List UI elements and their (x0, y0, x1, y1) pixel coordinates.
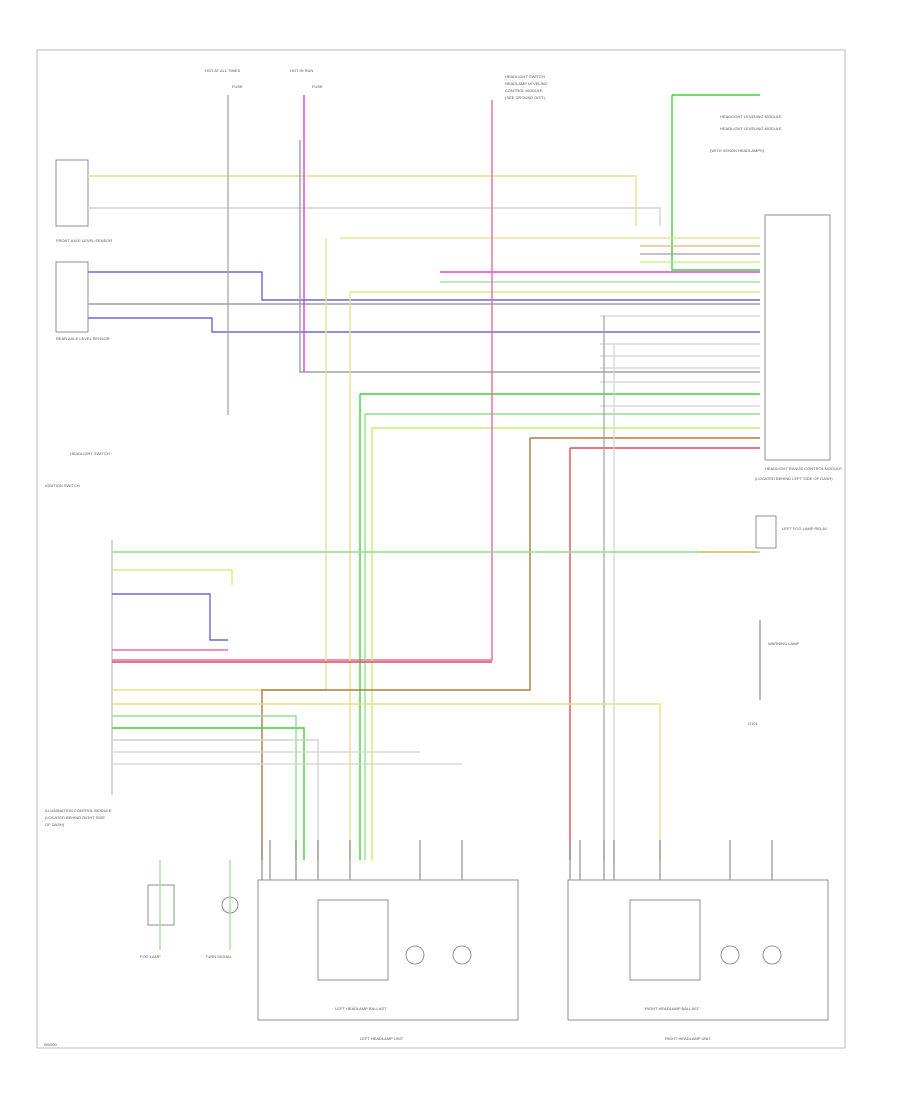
right-headlamp-label: RIGHT HEADLAMP UNIT (665, 1036, 711, 1041)
left-headlamp-label: LEFT HEADLAMP UNIT (360, 1036, 404, 1041)
top-center-note-2: HEADLAMP LEVELING (505, 81, 548, 86)
wire-green-lower-3 (112, 727, 305, 860)
wire-gray-top (88, 207, 661, 226)
right-top-note-2: HEADLIGHT LEVELING MODULE (720, 126, 782, 131)
lower-left-module-label-2: (LOCATED BEHIND RIGHT SIDE (45, 815, 105, 820)
left-connector-pins (261, 840, 463, 880)
right-module-label: HEADLIGHT RANGE CONTROL MODULE (765, 466, 842, 471)
right-ballast-box (629, 899, 701, 981)
wire-gray-long (299, 140, 760, 373)
fog-lamp-label: FOG LAMP (140, 954, 161, 959)
lower-left-module-label-3: OF DASH) (45, 822, 65, 827)
wire-pink-vertical (112, 100, 493, 661)
wire-blue-top (88, 271, 760, 301)
left-ballast-box (317, 899, 389, 981)
connector-left-label: HEADLIGHT SWITCH (70, 451, 110, 456)
fuse-b-label: FUSE (312, 84, 323, 89)
turn-signal-label: TURN SIGNAL (205, 954, 233, 959)
wire-blue-2 (88, 317, 760, 333)
left-headlamp-unit-box (257, 879, 519, 1021)
right-connector-pins (569, 840, 773, 880)
front-sensor-block (55, 159, 89, 227)
wire-green-right (671, 95, 760, 271)
wire-brown-vertical (261, 438, 531, 860)
lower-left-module-label: ILLUMINATION CONTROL MODULE (45, 808, 112, 813)
fuse-a-label: FUSE (232, 84, 243, 89)
warning-lamp-label: WARNING LAMP (768, 641, 800, 646)
hot-at-all-times-label: HOT AT ALL TIMES (205, 68, 240, 73)
right-module-block (764, 214, 831, 461)
right-top-note-1: HEADLIGHT LEVELING MODULE (720, 114, 782, 119)
right-top-note-3: (WITH XENON HEADLAMPS) (710, 148, 765, 153)
wire-yellow-vertical (112, 238, 327, 691)
right-high-beam-bulb (720, 945, 740, 965)
left-low-beam-bulb (452, 945, 472, 965)
wire-yellow-top (88, 175, 637, 226)
wire-yellow-lower-2 (112, 703, 661, 860)
left-high-beam-bulb (405, 945, 425, 965)
right-headlamp-unit-box (567, 879, 829, 1021)
top-center-note-4: (SEE GROUND DIST.) (505, 95, 546, 100)
hot-in-run-label: HOT IN RUN (290, 68, 313, 73)
top-center-note-3: CONTROL MODULE (505, 88, 543, 93)
relay-block (755, 515, 777, 549)
front-sensor-label: FRONT AXLE LEVEL SENSOR (56, 238, 112, 243)
wire-yellow-lower (112, 569, 233, 585)
top-center-note-1: HEADLIGHT SWITCH (505, 74, 545, 79)
ground-2-label: G101 (748, 721, 759, 726)
wire-gray-lower (112, 739, 319, 860)
figure-id: W0000 (44, 1042, 57, 1047)
right-low-beam-bulb (762, 945, 782, 965)
rear-sensor-label: REAR AXLE LEVEL SENSOR (56, 336, 110, 341)
wire-blue-lower (112, 593, 228, 641)
wire-green-lower-2 (112, 715, 297, 860)
rear-sensor-block (55, 261, 89, 333)
left-ballast-label: LEFT HEADLAMP BALLAST (335, 1006, 387, 1011)
diagram-frame (36, 49, 846, 1049)
relay-label: LEFT FOG LAMP RELAY (782, 526, 828, 531)
right-ballast-label: RIGHT HEADLAMP BALLAST (645, 1006, 700, 1011)
right-module-label-2: (LOCATED BEHIND LEFT SIDE OF DASH) (755, 476, 833, 481)
ignition-switch-label: IGNITION SWITCH (45, 483, 80, 488)
fog-lamp-block (147, 884, 175, 926)
